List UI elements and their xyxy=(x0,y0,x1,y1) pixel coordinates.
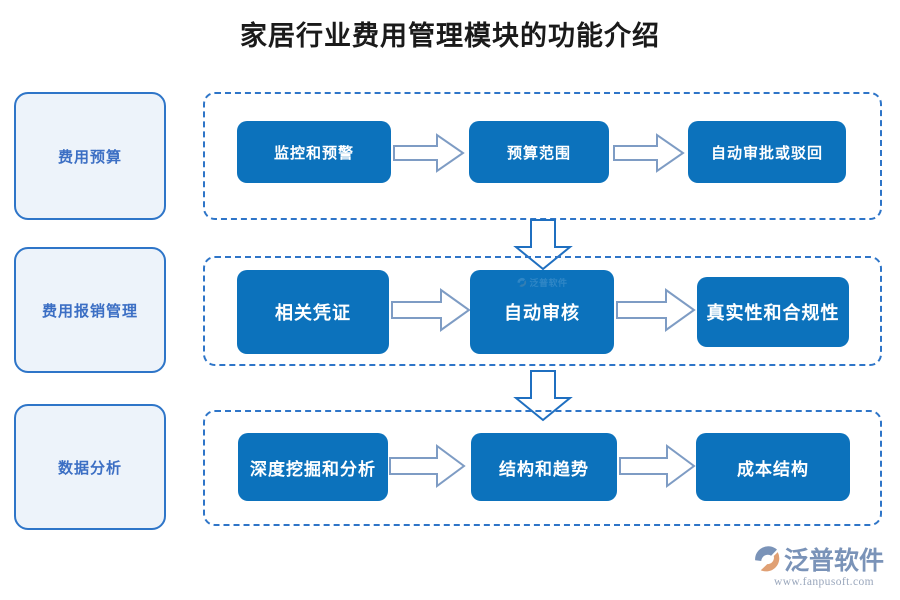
category-card-label: 数据分析 xyxy=(57,460,122,477)
group-container-2 xyxy=(203,256,882,366)
step-box-3-2[interactable]: 结构和趋势 xyxy=(471,433,617,501)
arrow-right-icon xyxy=(619,444,696,493)
step-box-label: 真实性和合规性 xyxy=(706,303,840,323)
step-box-label: 自动审核 xyxy=(504,303,580,323)
fanpu-swoosh-logo-icon xyxy=(517,277,527,287)
step-box-2-2[interactable]: 泛普软件 自动审核 xyxy=(470,270,614,354)
step-box-label: 相关凭证 xyxy=(275,303,351,323)
step-box-2-1[interactable]: 相关凭证 xyxy=(237,270,389,354)
step-box-label: 深度挖掘和分析 xyxy=(250,459,376,479)
category-card-label: 费用报销管理 xyxy=(41,303,138,320)
arrow-right-icon xyxy=(393,133,465,178)
arrow-right-icon xyxy=(391,287,471,338)
box-watermark-label: 泛普软件 xyxy=(529,278,568,288)
step-box-3-1[interactable]: 深度挖掘和分析 xyxy=(238,433,388,501)
step-box-2-3[interactable]: 真实性和合规性 xyxy=(697,277,849,347)
category-card-label: 费用预算 xyxy=(57,149,122,166)
brand-logo-url: www.fanpusoft.com xyxy=(774,576,874,588)
step-box-label: 自动审批或驳回 xyxy=(710,145,823,162)
fanpu-swoosh-logo-icon xyxy=(755,546,780,572)
step-box-1-2[interactable]: 预算范围 xyxy=(469,121,609,183)
brand-logo-name: 泛普软件 xyxy=(784,548,885,575)
step-box-label: 监控和预警 xyxy=(273,145,354,162)
arrow-right-icon xyxy=(389,444,466,493)
arrow-right-icon xyxy=(613,133,685,178)
group-container-3 xyxy=(203,410,882,526)
step-box-3-3[interactable]: 成本结构 xyxy=(696,433,850,501)
step-box-label: 成本结构 xyxy=(737,459,809,479)
arrow-down-icon xyxy=(512,370,574,427)
category-card-3[interactable]: 数据分析 xyxy=(14,404,166,530)
step-box-label: 预算范围 xyxy=(506,145,571,162)
step-box-1-3[interactable]: 自动审批或驳回 xyxy=(688,121,846,183)
category-card-1[interactable]: 费用预算 xyxy=(14,92,166,220)
step-box-label: 结构和趋势 xyxy=(499,459,589,479)
arrow-right-icon xyxy=(616,287,696,338)
category-card-2[interactable]: 费用报销管理 xyxy=(14,247,166,373)
step-box-1-1[interactable]: 监控和预警 xyxy=(237,121,391,183)
brand-logo: 泛普软件 www.fanpusoft.com xyxy=(752,543,892,591)
page-title: 家居行业费用管理模块的功能介绍 xyxy=(240,21,660,51)
box-watermark: 泛普软件 xyxy=(516,276,567,289)
